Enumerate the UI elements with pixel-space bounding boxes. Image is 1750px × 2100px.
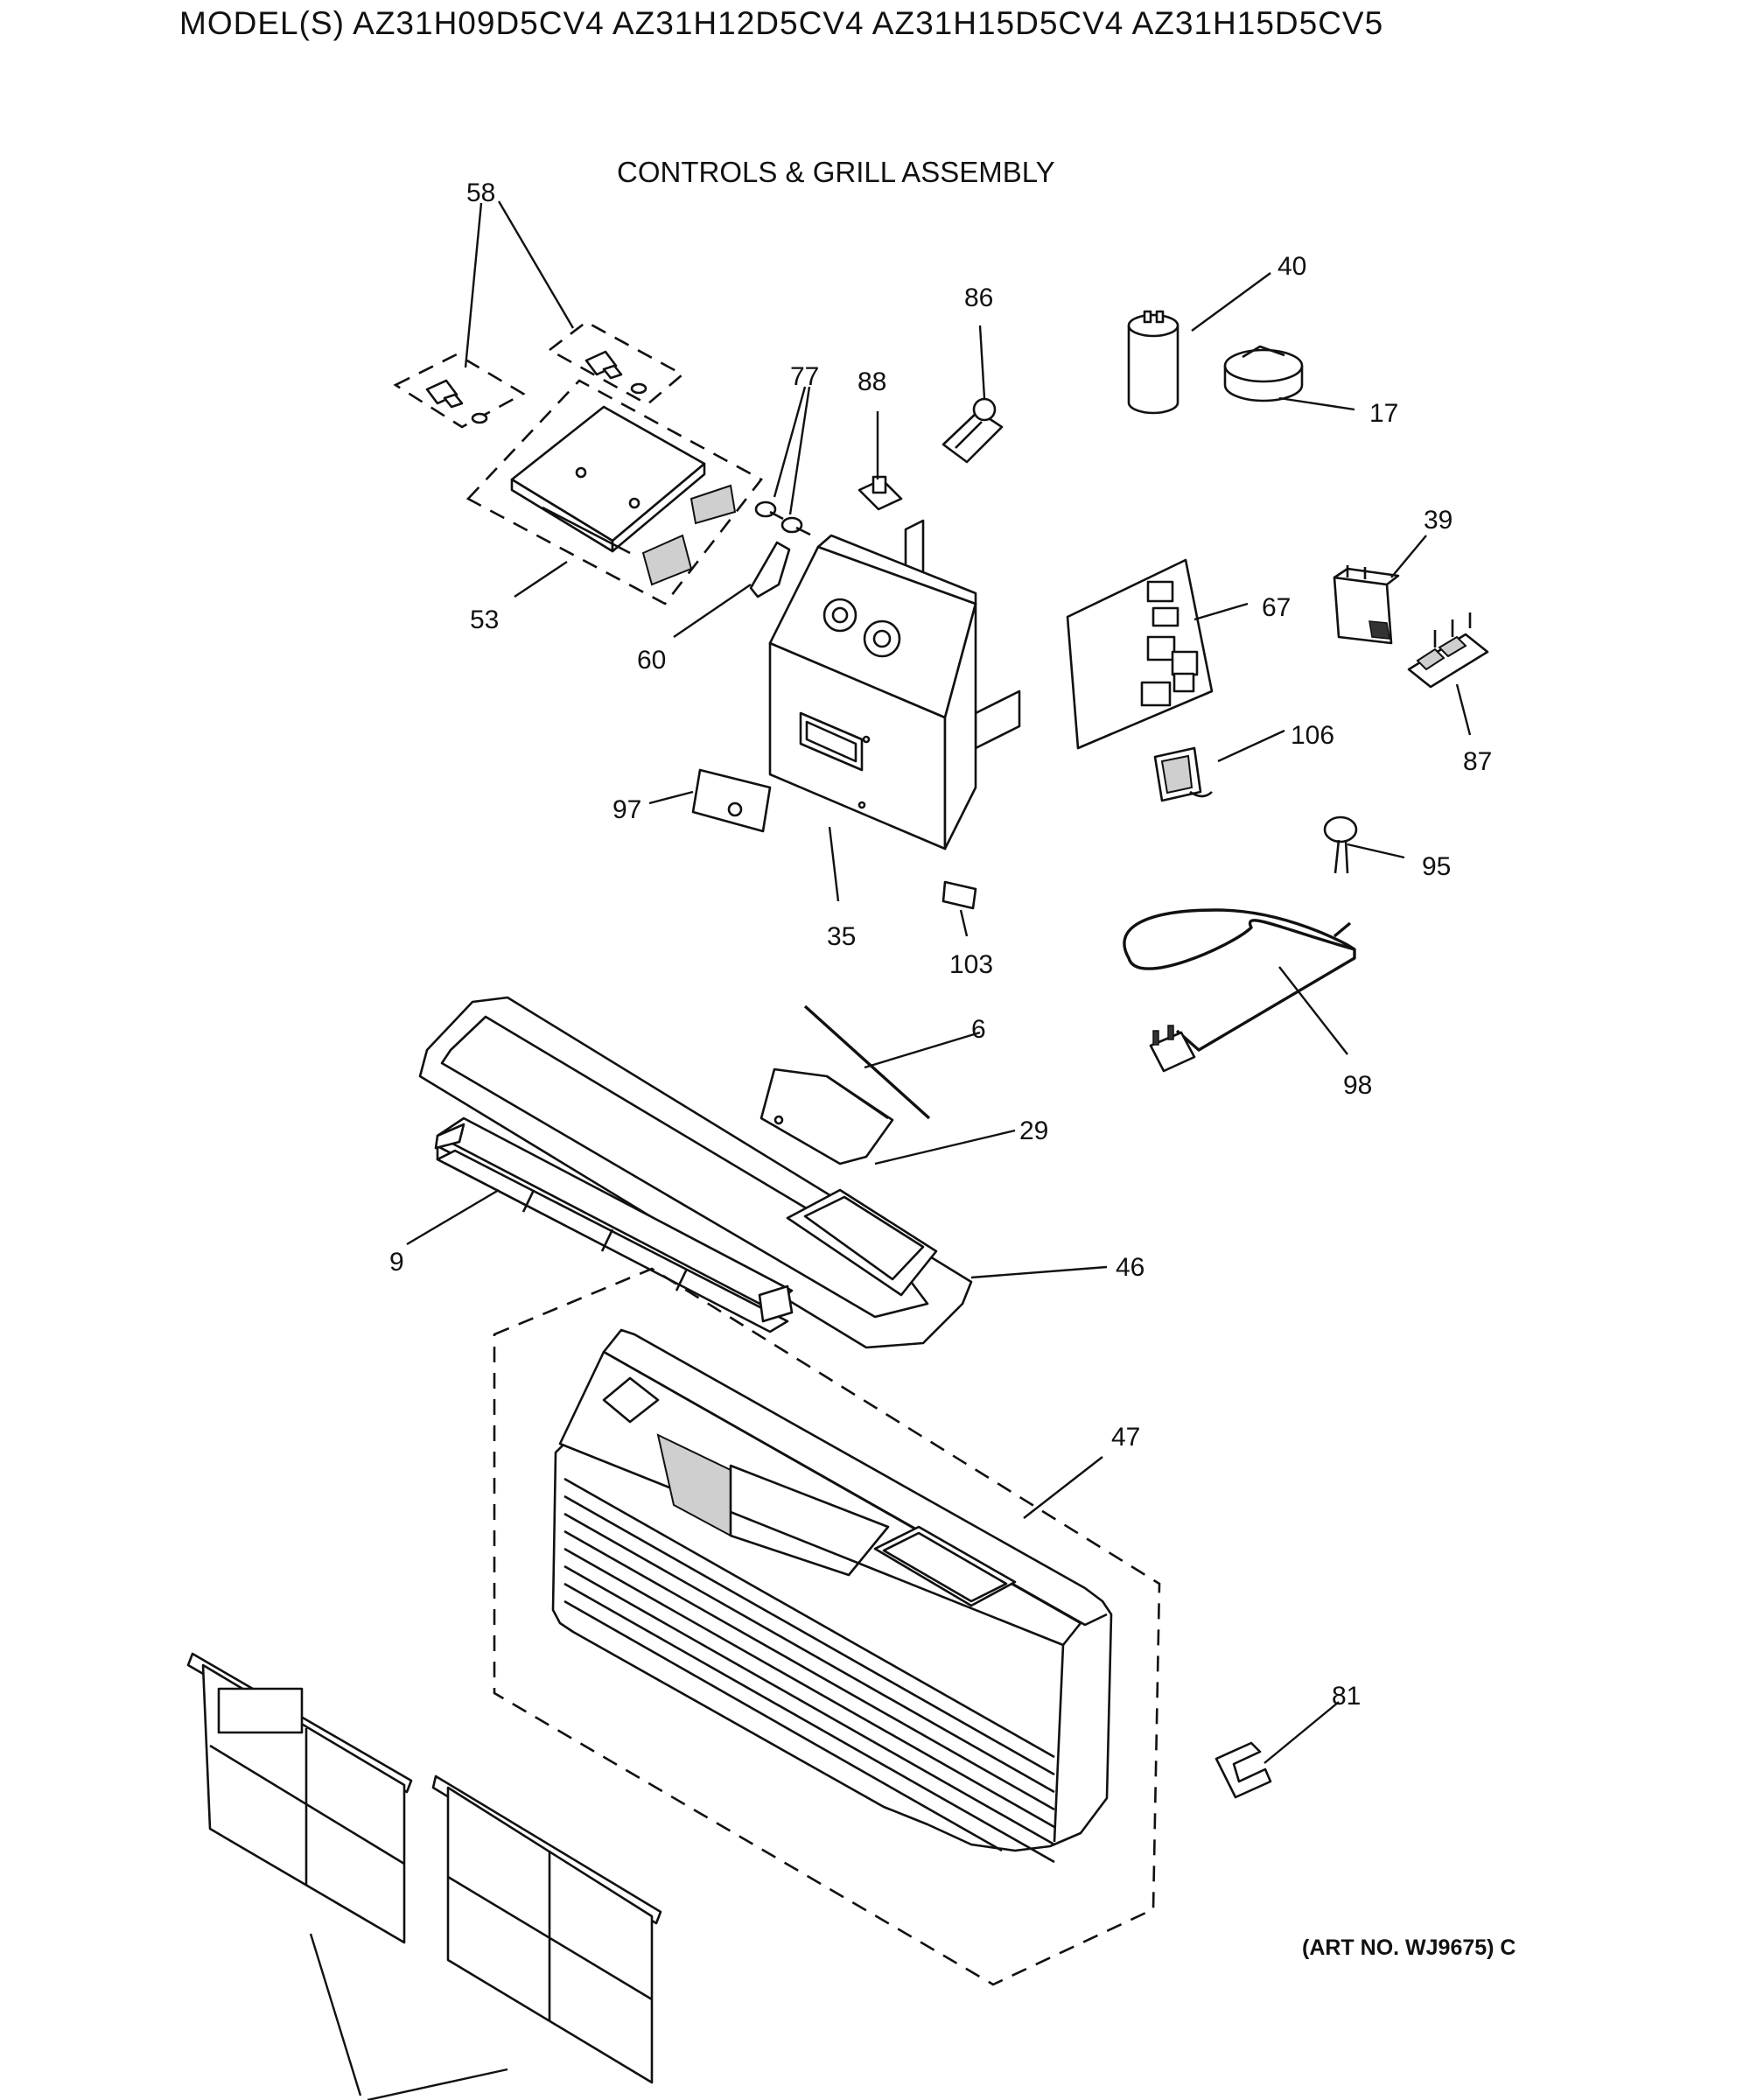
part-2-air-filters [186,1652,662,2084]
callout-29: 29 [1019,1116,1048,1145]
part-39-relay [1333,565,1400,645]
air-filter-right [431,1774,662,2084]
callout-53: 53 [470,606,499,634]
callout-46: 46 [1116,1253,1144,1282]
callout-86: 86 [964,284,993,312]
callout-60: 60 [637,646,666,675]
callout-87: 87 [1463,747,1492,776]
part-6-rod [803,1004,931,1120]
part-77-screws [754,500,811,536]
callout-17: 17 [1369,399,1398,428]
part-60-bracket [749,541,791,598]
callout-39: 39 [1424,506,1452,535]
callout-58: 58 [466,178,495,207]
part-17-strap [1223,345,1304,402]
callout-35: 35 [827,922,856,951]
callout-67: 67 [1262,593,1291,622]
part-97-plate [691,768,772,833]
part-88-switch [858,475,903,511]
callout-40: 40 [1278,252,1306,281]
callout-47: 47 [1111,1423,1140,1452]
cabinet-louvers [564,1477,1055,1864]
part-35-control-box [768,519,1021,850]
model-header: MODEL(S) AZ31H09D5CV4 AZ31H12D5CV4 AZ31H… [179,5,1384,41]
callout-103: 103 [949,950,993,979]
part-40-capacitor [1127,310,1180,415]
part-87-terminal-block [1407,612,1489,689]
part-95-thermistor [1323,816,1358,874]
part-86-thermostat [942,397,1004,464]
part-9-grill [434,1116,794,1334]
callout-98: 98 [1343,1071,1372,1100]
part-47-front-cabinet [493,1267,1161,1986]
part-81-clip [1214,1741,1272,1799]
callout-88: 88 [858,368,886,396]
part-98-power-cord [1123,908,1356,1073]
part-103-clip [942,880,977,910]
part-29-filter-card [760,1068,894,1166]
callout-77: 77 [790,362,819,391]
air-filter-left [186,1652,413,1944]
callout-95: 95 [1422,852,1451,881]
callout-9: 9 [389,1248,404,1277]
part-46-front-panel [418,996,973,1349]
leader-lines [309,200,1472,2100]
callout-81: 81 [1332,1682,1361,1711]
section-title: CONTROLS & GRILL ASSEMBLY [617,156,1055,188]
callout-97: 97 [612,795,641,824]
part-106-transformer [1153,746,1213,802]
callout-106: 106 [1291,721,1334,750]
part-67-circuit-board [1066,558,1214,750]
part-58-knobs [393,320,685,429]
part-53-control-board [466,379,763,606]
callout-6: 6 [971,1015,986,1044]
art-number: (ART NO. WJ9675) C [1302,1936,1516,1960]
